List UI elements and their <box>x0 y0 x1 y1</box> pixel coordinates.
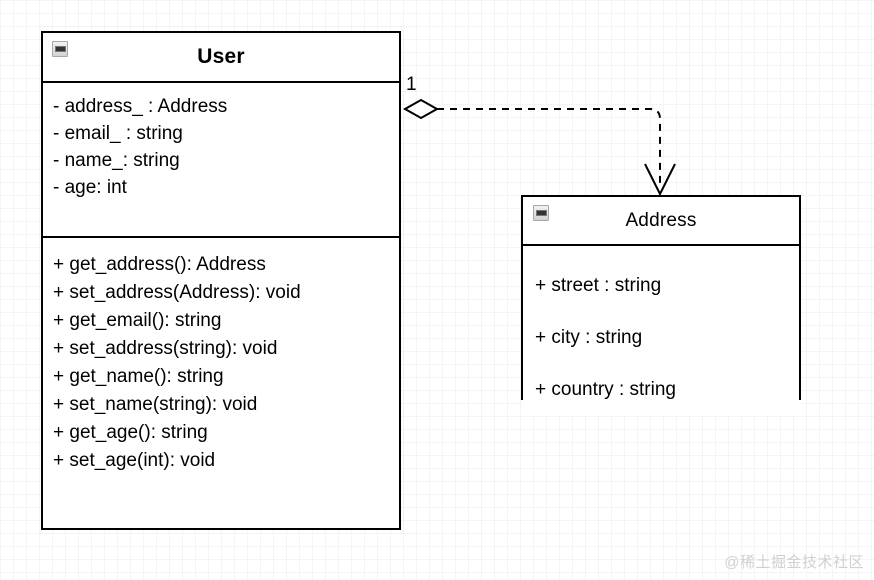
attribute-row: - email_ : string <box>53 123 183 144</box>
attribute-row: - age: int <box>53 177 127 198</box>
method-row: + set_address(string): void <box>53 338 278 359</box>
method-row: + get_email(): string <box>53 310 222 331</box>
watermark-text: @稀土掘金技术社区 <box>724 554 864 571</box>
attributes-compartment-address: + street : string + city : string + coun… <box>523 246 799 416</box>
attribute-row: + country : string <box>535 379 676 400</box>
aggregation-diamond <box>402 98 440 120</box>
method-row: + get_age(): string <box>53 422 208 443</box>
open-arrowhead <box>644 163 676 197</box>
attribute-row: - name_: string <box>53 150 180 171</box>
attributes-compartment-user: - address_ : Address - email_ : string -… <box>43 83 399 238</box>
source-multiplicity-label: 1 <box>406 74 417 95</box>
attribute-row: + street : string <box>535 275 662 296</box>
attribute-row: - address_ : Address <box>53 96 228 117</box>
method-row: + get_address(): Address <box>53 254 266 275</box>
minimize-icon[interactable] <box>533 205 549 221</box>
method-row: + get_name(): string <box>53 366 224 387</box>
methods-compartment-user: + get_address(): Address + set_address(A… <box>43 238 399 475</box>
class-box-user[interactable]: User - address_ : Address - email_ : str… <box>41 31 401 530</box>
class-name-address: Address <box>625 209 697 231</box>
relationship-line <box>437 108 661 186</box>
minimize-icon[interactable] <box>52 41 68 57</box>
class-box-address[interactable]: Address + street : string + city : strin… <box>521 195 801 416</box>
minimize-icon-bar <box>54 46 66 52</box>
method-row: + set_name(string): void <box>53 394 258 415</box>
minimize-icon-bar <box>535 210 547 216</box>
attribute-row: + city : string <box>535 327 643 348</box>
class-name-user: User <box>197 45 245 68</box>
method-row: + set_age(int): void <box>53 450 216 471</box>
class-header-address: Address <box>523 197 799 246</box>
method-row: + set_address(Address): void <box>53 282 301 303</box>
class-header-user: User <box>43 33 399 83</box>
